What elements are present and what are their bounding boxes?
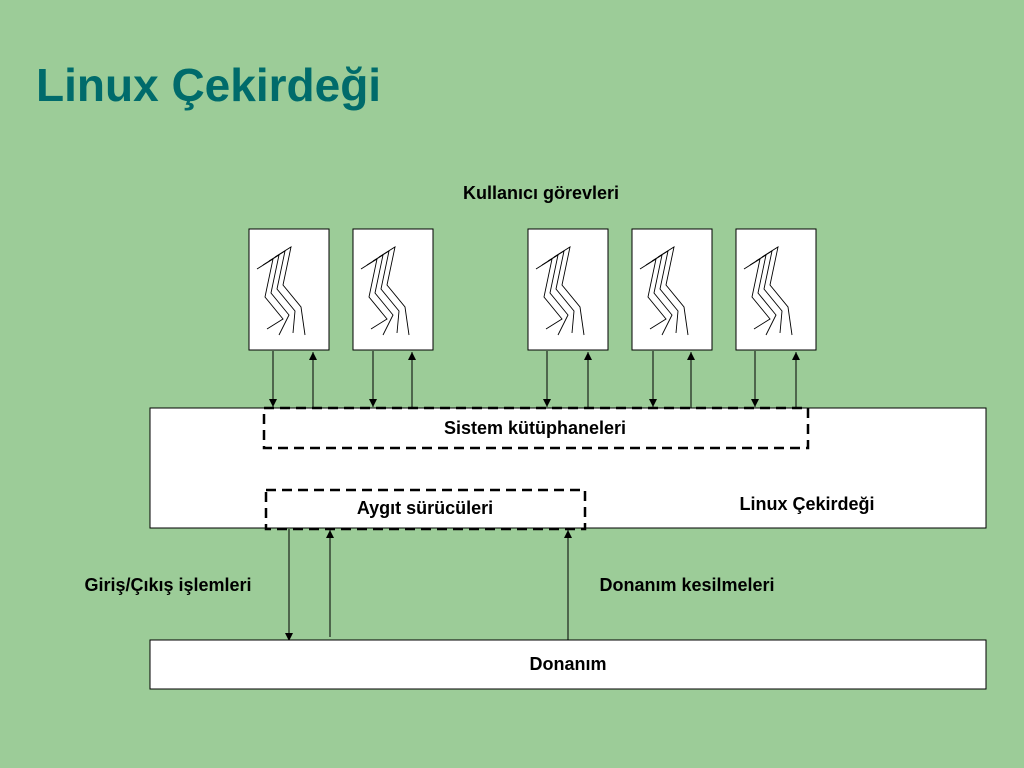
task-library-arrows — [269, 351, 800, 408]
kernel-label: Linux Çekirdeği — [739, 494, 874, 514]
system-libraries-label: Sistem kütüphaneleri — [444, 418, 626, 438]
task-box — [735, 228, 817, 351]
task-box — [527, 228, 609, 351]
driver-hardware-arrows — [285, 529, 572, 641]
user-task-boxes — [248, 228, 817, 351]
system-libraries-box — [262, 406, 810, 450]
task-box — [352, 228, 434, 351]
hardware-interrupts-label: Donanım kesilmeleri — [599, 575, 774, 595]
user-tasks-label: Kullanıcı görevleri — [463, 183, 619, 203]
slide-title: Linux Çekirdeği — [36, 59, 382, 111]
kernel-box — [149, 407, 987, 529]
task-box — [631, 228, 713, 351]
device-drivers-label: Aygıt sürücüleri — [357, 498, 493, 518]
device-drivers-box — [264, 488, 587, 531]
hardware-label: Donanım — [529, 654, 606, 674]
hardware-box — [149, 639, 987, 690]
io-operations-label: Giriş/Çıkış işlemleri — [84, 575, 251, 595]
task-box — [248, 228, 330, 351]
